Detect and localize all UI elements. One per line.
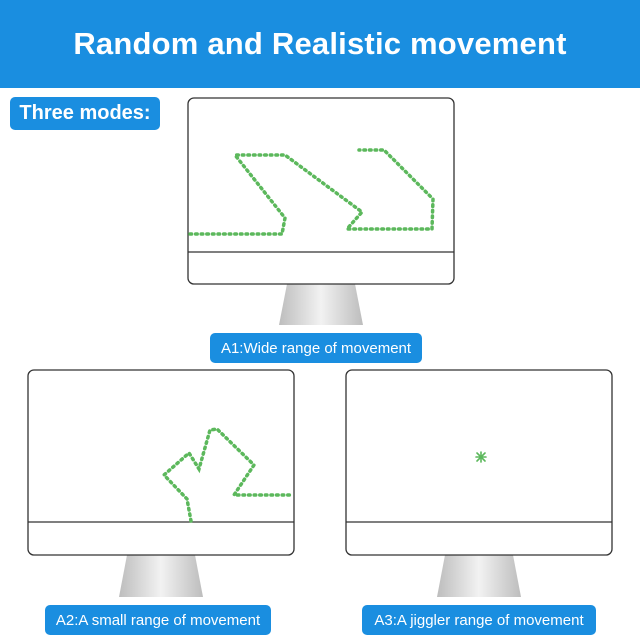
page-title: Random and Realistic movement xyxy=(73,26,567,61)
monitor-a1 xyxy=(187,97,455,329)
monitor-icon xyxy=(187,97,455,325)
mode-a3-label: A3:A jiggler range of movement xyxy=(362,605,596,635)
mode-a2-label: A2:A small range of movement xyxy=(45,605,271,635)
monitor-icon xyxy=(27,369,295,597)
monitor-icon xyxy=(345,369,613,597)
mode-a1-label: A1:Wide range of movement xyxy=(210,333,422,363)
cursor-trail xyxy=(161,427,293,523)
monitor-a2 xyxy=(27,369,295,601)
monitor-a3 xyxy=(345,369,613,601)
header-banner: Random and Realistic movement xyxy=(0,0,640,88)
modes-label: Three modes: xyxy=(10,97,160,130)
cursor-trail xyxy=(188,148,435,236)
cursor-jiggle xyxy=(475,451,487,463)
